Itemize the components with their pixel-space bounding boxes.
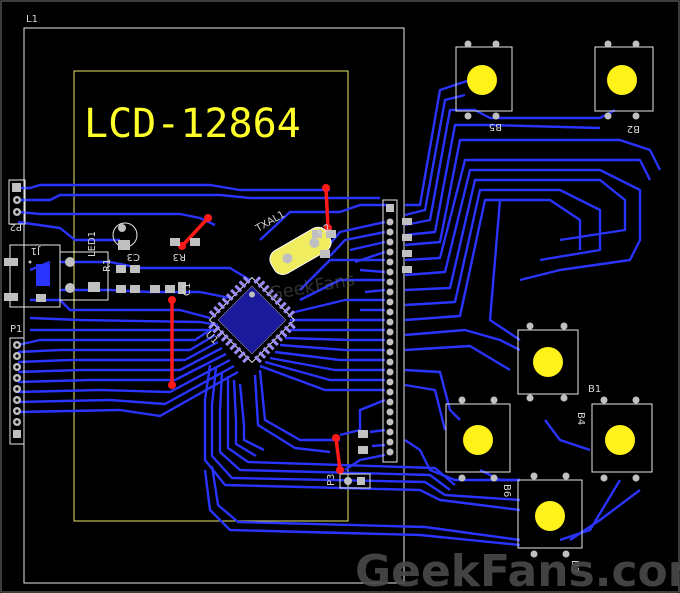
- label-b5: B5: [489, 121, 502, 132]
- label-c1: C1: [182, 283, 193, 296]
- trace-group-center: [259, 203, 390, 471]
- label-p3: P3: [326, 474, 337, 486]
- header-p3: [339, 473, 371, 489]
- watermark: GeekFans.com: [355, 546, 680, 593]
- header-p2: [8, 179, 26, 225]
- jumper-top: [324, 186, 330, 230]
- board-outline-l1: [23, 27, 405, 584]
- jumper-group: [168, 184, 344, 474]
- via: [322, 184, 330, 192]
- label-r1: R1: [102, 259, 113, 272]
- via: [168, 296, 176, 304]
- header-right: [358, 199, 412, 463]
- button-b3: [517, 472, 583, 558]
- label-r3: R3: [173, 251, 186, 262]
- button-b1: [517, 322, 579, 402]
- label-led1: LED1: [87, 231, 98, 257]
- label-p2: P2: [10, 221, 22, 232]
- via: [336, 466, 344, 474]
- label-p1: P1: [10, 324, 22, 335]
- label-l1: L1: [26, 14, 38, 25]
- button-b4: [591, 396, 653, 482]
- jumper-p3: [334, 436, 342, 472]
- label-b6: B6: [501, 484, 512, 497]
- lcd-outline: [73, 70, 349, 522]
- button-b5: [455, 40, 513, 120]
- label-b1: B1: [588, 384, 601, 395]
- header-p1: [9, 337, 25, 445]
- via: [204, 214, 212, 222]
- label-b3: B3: [569, 560, 580, 573]
- jumper-r3: [180, 216, 210, 248]
- button-b6: [445, 396, 511, 482]
- label-b2: B2: [627, 123, 640, 134]
- passives-left: [59, 238, 200, 301]
- lcd-title: LCD-12864: [84, 101, 301, 147]
- mcu-u1: [208, 276, 296, 364]
- label-c3: C3: [127, 251, 140, 262]
- led1: [112, 222, 138, 250]
- crystal-caps: [312, 230, 336, 258]
- trace-group-right: [404, 68, 662, 542]
- via: [332, 434, 340, 442]
- crystal-txal1: [269, 226, 332, 275]
- button-b2: [594, 40, 654, 120]
- label-b4: B4: [575, 412, 586, 425]
- label-j1: J1: [31, 245, 41, 256]
- trace-group-bottom: [203, 364, 521, 547]
- via: [168, 381, 176, 389]
